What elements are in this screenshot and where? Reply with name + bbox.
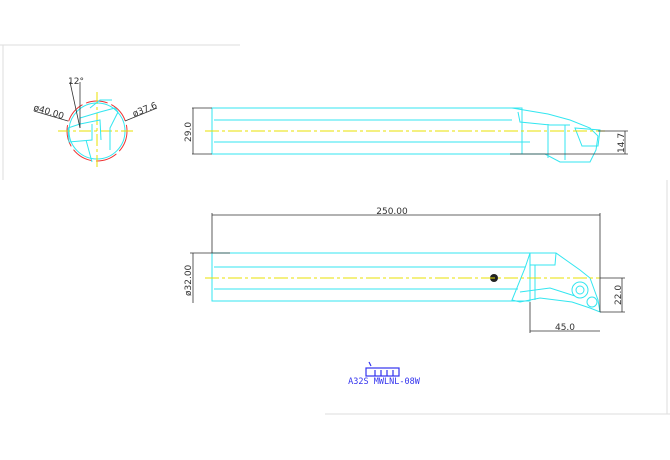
iscar-logo	[365, 361, 400, 377]
outer-diameter-label: ø40.00	[32, 103, 65, 122]
front-view: 250.00 ø32.00 22.0 45.0	[184, 207, 625, 333]
inner-diameter-label: ø37.6	[131, 101, 159, 120]
end-view: 12° ø40.00 ø37.6	[32, 77, 159, 170]
head-offset-label: 22.0	[614, 285, 624, 305]
top-view: 29.0 14.7	[184, 107, 628, 163]
head-length-label: 45.0	[555, 323, 575, 333]
height-label: 29.0	[184, 122, 194, 142]
sheet-frame	[0, 44, 670, 415]
shank-diameter-label: ø32.00	[184, 264, 194, 296]
length-label: 250.00	[376, 207, 408, 217]
angle-label: 12°	[68, 77, 84, 87]
offset-label: 14.7	[617, 133, 627, 153]
part-number: A32S MWLNL-08W	[348, 377, 421, 387]
title-block: A32S MWLNL-08W	[348, 361, 421, 387]
